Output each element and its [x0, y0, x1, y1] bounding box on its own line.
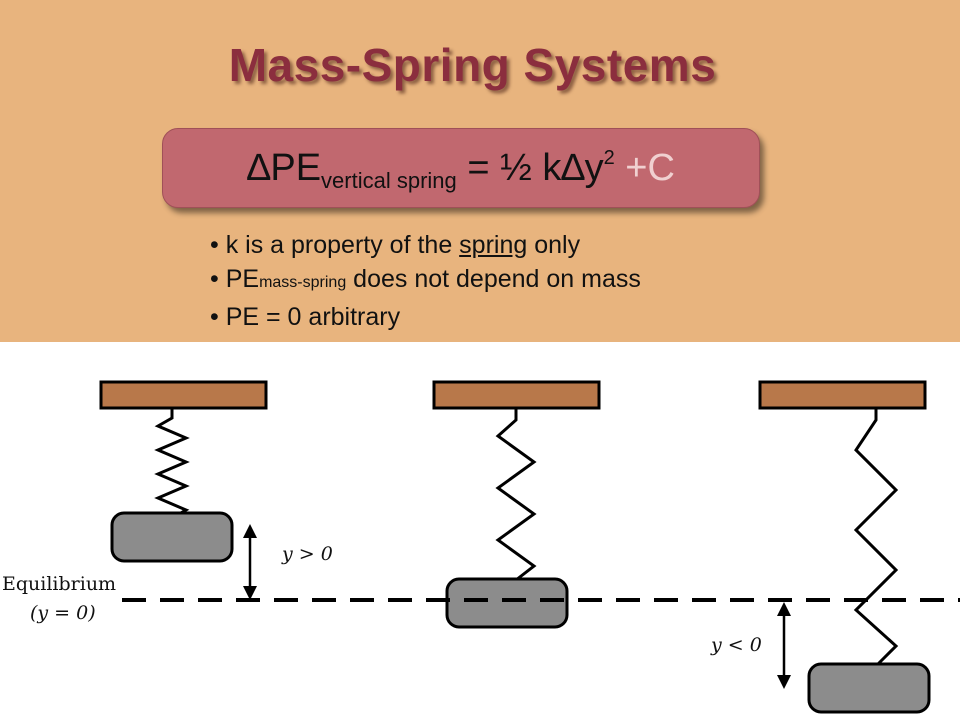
arrowhead-up-2 — [777, 602, 791, 616]
arrowhead-up-1 — [243, 524, 257, 538]
bullet-2-post: does not depend on mass — [346, 265, 641, 293]
arrowhead-down-2 — [777, 675, 791, 689]
mass-1 — [110, 511, 234, 563]
bullet-item-2: • PEmass-spring does not depend on mass — [210, 262, 641, 300]
formula-pe: PE — [270, 147, 322, 189]
formula-constant: +C — [625, 147, 675, 189]
equilibrium-sublabel: (y = 0) — [30, 602, 96, 624]
spring-3 — [853, 408, 899, 666]
bullet-2-sub: mass-spring — [259, 274, 347, 291]
formula-y: y — [584, 147, 604, 189]
mass-3 — [807, 662, 931, 714]
y-negative-label: y < 0 — [711, 634, 762, 656]
spring-1 — [154, 408, 190, 521]
mass-2 — [445, 577, 569, 629]
bullet-1-text: k is a property of the — [225, 231, 460, 259]
bullet-dot: • — [210, 303, 219, 331]
ceiling-1 — [99, 380, 268, 410]
formula-box: ∆PEvertical spring = ½ k∆y2 +C — [162, 128, 760, 208]
bullet-2-pe: PE — [225, 265, 260, 293]
bullet-dot: • — [210, 231, 219, 259]
ceiling-3 — [758, 380, 927, 410]
y-positive-label: y > 0 — [282, 543, 333, 565]
bullet-3-text: PE = 0 arbitrary — [225, 303, 401, 331]
spring-2 — [495, 408, 537, 582]
formula: ∆PEvertical spring = ½ k∆y2 +C — [163, 147, 759, 194]
bullet-1-post: only — [527, 231, 581, 259]
slide-title: Mass-Spring Systems — [228, 39, 717, 91]
bullet-item-1: • k is a property of the spring only — [210, 228, 641, 262]
formula-exponent: 2 — [603, 147, 615, 169]
delta-symbol: ∆ — [247, 147, 271, 189]
bullet-item-3: • PE = 0 arbitrary — [210, 300, 641, 334]
equilibrium-label: Equilibrium — [2, 573, 117, 595]
formula-equals: = ½ k — [456, 147, 562, 189]
bullet-dot: • — [210, 265, 219, 293]
bullet-list: • k is a property of the spring only • P… — [210, 228, 641, 334]
bullet-1-underlined: spring — [459, 231, 528, 259]
arrowhead-down-1 — [243, 586, 257, 600]
spring-diagram — [99, 380, 960, 714]
delta-symbol-2: ∆ — [561, 147, 585, 189]
formula-subscript: vertical spring — [321, 168, 457, 193]
ceiling-2 — [432, 380, 601, 410]
